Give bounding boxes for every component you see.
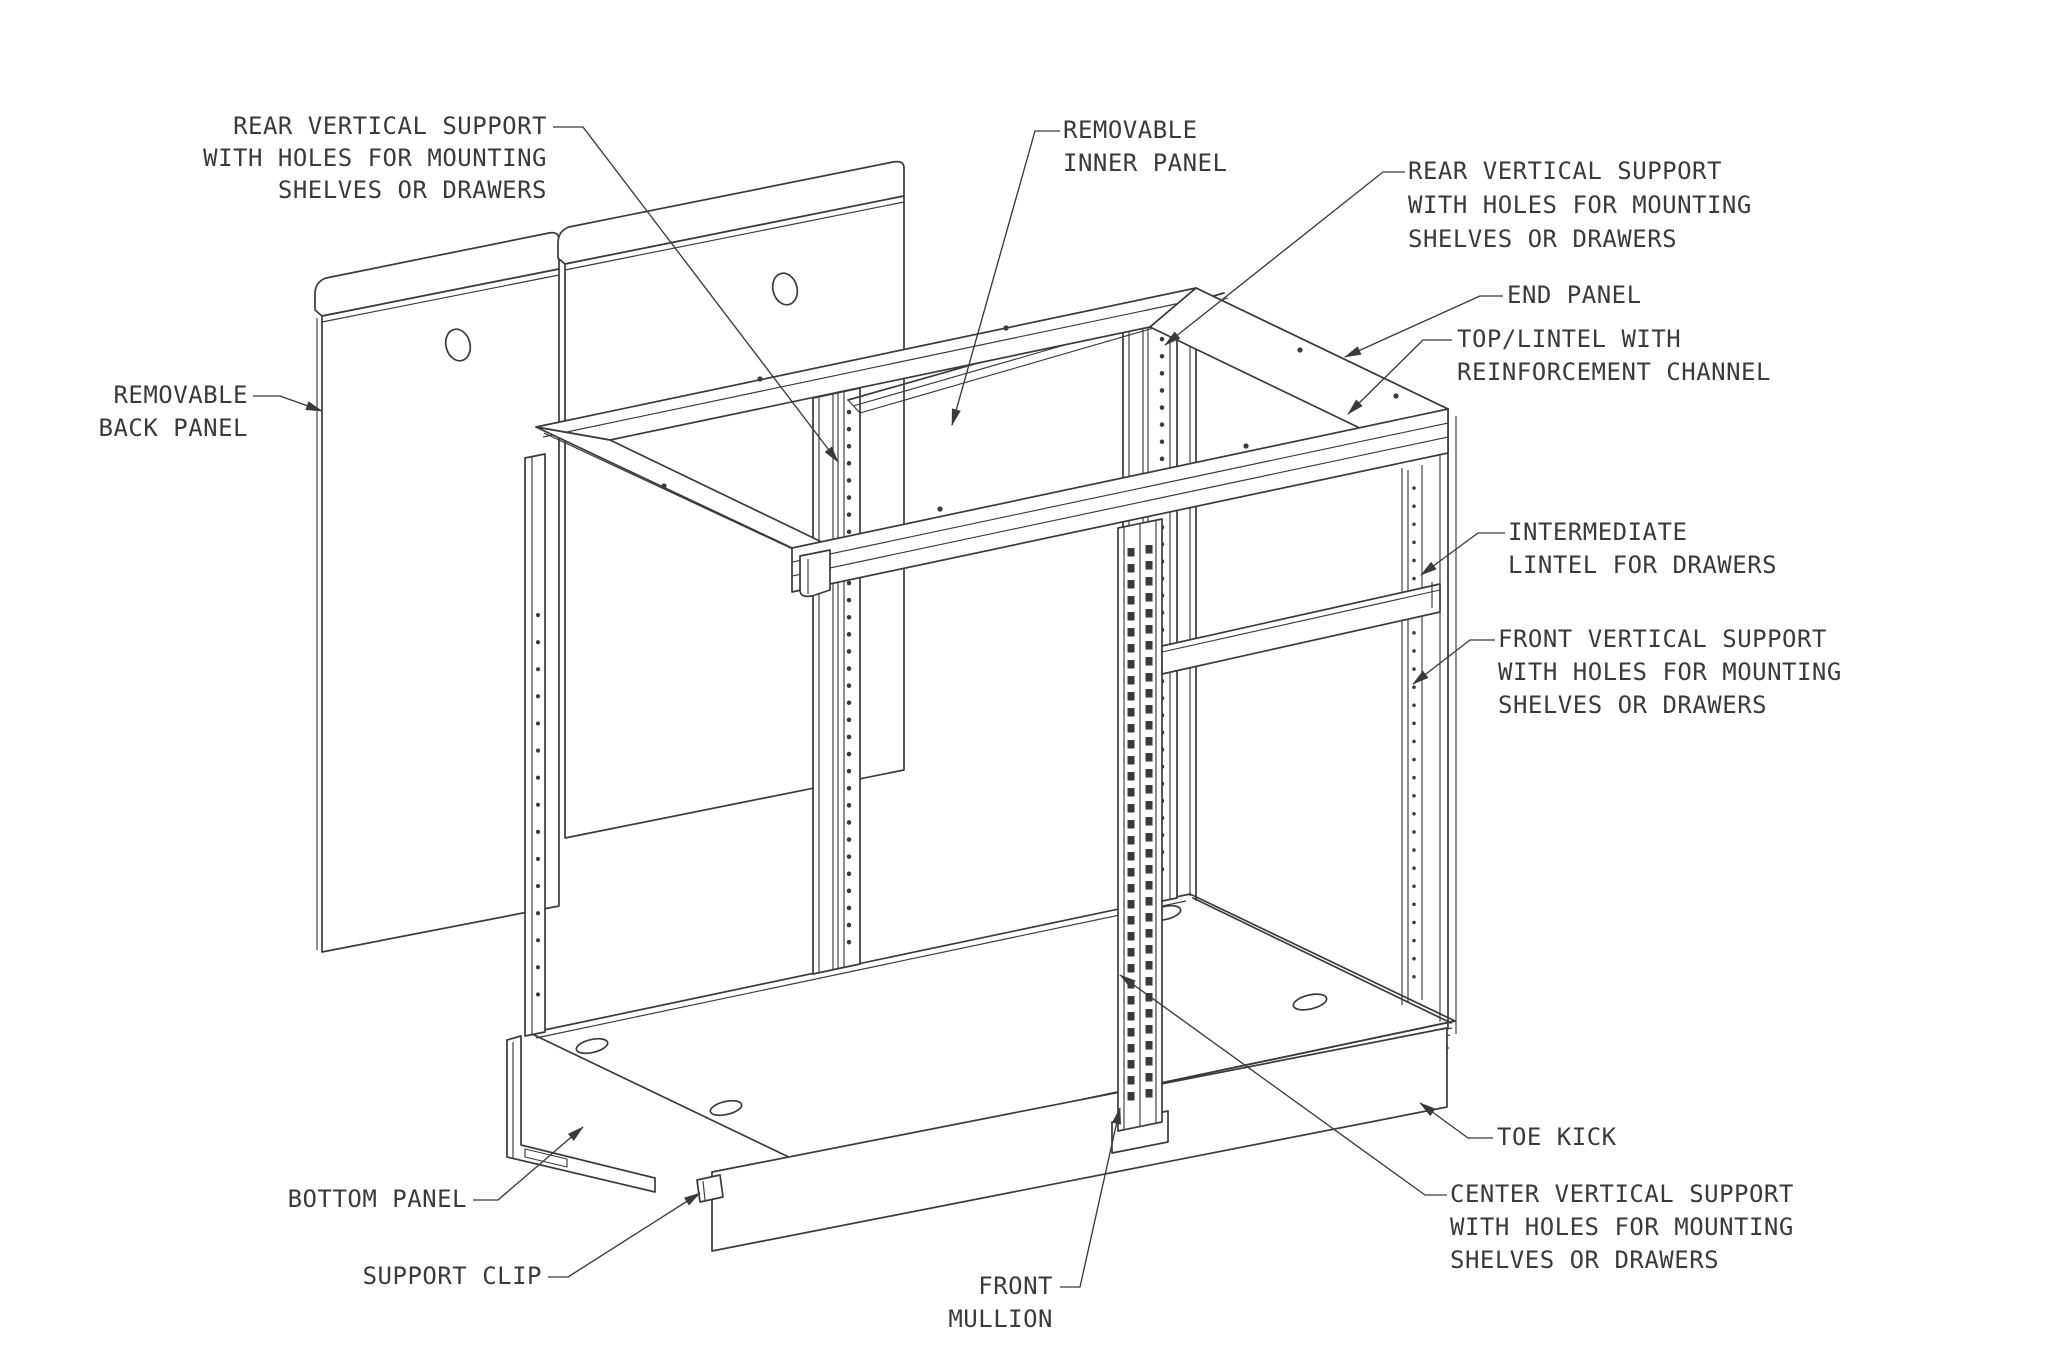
leader-front-mullion bbox=[1060, 1107, 1121, 1288]
label-support-clip: SUPPORT CLIP bbox=[363, 1262, 542, 1290]
removable-back-panel-part bbox=[314, 231, 560, 953]
top-frame-part bbox=[535, 287, 1449, 598]
toe-kick-part bbox=[711, 1027, 1448, 1252]
center-vertical-support-part bbox=[1111, 518, 1169, 1154]
leader-rear-vertical-support-left bbox=[553, 126, 839, 463]
label-toe-kick: TOE KICK bbox=[1497, 1123, 1617, 1151]
leader-removable-back-panel bbox=[253, 395, 323, 412]
rear-vertical-support-left-part bbox=[812, 387, 861, 975]
intermediate-lintel-part bbox=[1161, 582, 1441, 675]
support-clip-part bbox=[696, 1174, 724, 1203]
rear-left-post bbox=[524, 453, 546, 1037]
leader-support-clip bbox=[548, 1192, 701, 1278]
inner-panel-hole bbox=[771, 272, 799, 306]
leader-end-panel bbox=[1344, 295, 1503, 358]
leader-front-vertical-support bbox=[1412, 639, 1495, 685]
label-end-panel: END PANEL bbox=[1507, 281, 1642, 309]
leader-center-vertical-support bbox=[1119, 974, 1447, 1196]
leader-intermediate-lintel bbox=[1420, 532, 1505, 576]
leader-toe-kick bbox=[1419, 1102, 1493, 1139]
leader-top-lintel bbox=[1347, 339, 1452, 415]
leader-removable-inner-panel bbox=[951, 130, 1060, 426]
toe-kick-left-bracket bbox=[506, 1035, 656, 1193]
label-bottom-panel: BOTTOM PANEL bbox=[288, 1185, 467, 1213]
frame-corner-clip bbox=[799, 549, 831, 598]
leader-rear-vertical-support-right bbox=[1164, 171, 1405, 346]
back-panel-hole bbox=[444, 328, 472, 362]
leader-bottom-panel bbox=[473, 1126, 584, 1201]
